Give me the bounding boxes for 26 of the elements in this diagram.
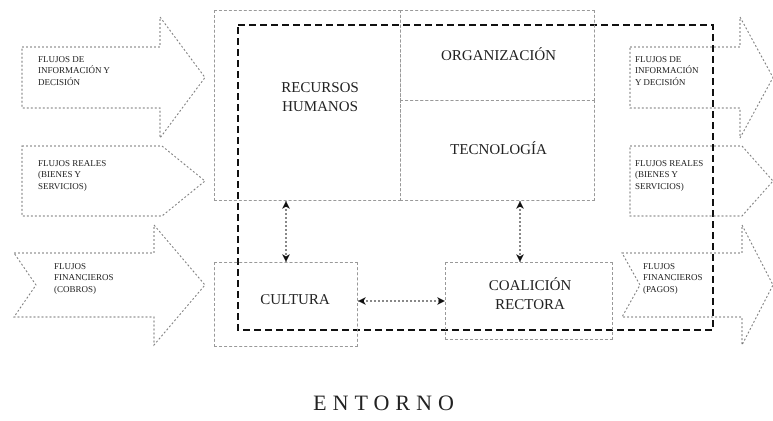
flow-banner [622,225,773,345]
node-label: TECNOLOGÍA [449,141,548,160]
flow-banner [630,146,773,216]
node-label: RECURSOS HUMANOS [280,79,360,116]
process-box [400,100,595,201]
double-arrow [516,200,524,262]
node-label: CULTURA [259,291,331,310]
double-arrow [282,200,290,262]
flow-banner [630,17,773,138]
node-label: COALICIÓN RECTORA [488,277,572,314]
node-label: FLUJOS DE INFORMACIÓN Y DECISIÓN [38,54,111,88]
flow-banner [22,146,205,216]
process-box [445,262,613,340]
process-box [400,10,595,101]
node-label: ORGANIZACIÓN [440,47,557,66]
node-label: FLUJOS REALES (BIENES Y SERVICIOS) [635,158,704,192]
node-label: FLUJOS FINANCIEROS (COBROS) [54,261,115,295]
environment-label: ENTORNO [313,390,460,415]
node-label: FLUJOS REALES (BIENES Y SERVICIOS) [38,158,108,192]
flow-banner [14,225,205,345]
process-box [214,262,358,347]
node-label: FLUJOS DE INFORMACIÓN Y DECISIÓN [635,54,700,88]
node-label: FLUJOS FINANCIEROS (PAGOS) [643,261,704,295]
process-box [214,10,401,201]
flow-banner [22,17,205,138]
double-arrow [358,297,446,305]
